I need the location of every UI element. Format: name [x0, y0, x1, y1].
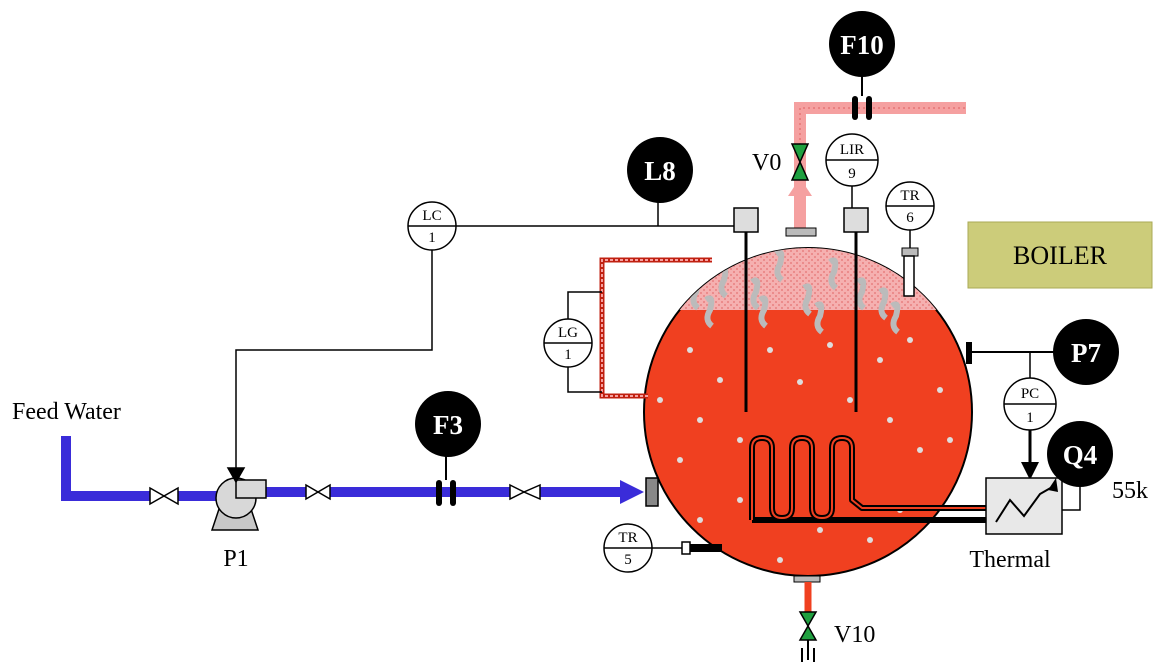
instrument-lg-top: LG — [558, 325, 578, 341]
feed-water-label: Feed Water — [12, 399, 121, 425]
valve-v10[interactable] — [798, 611, 818, 641]
level-probes — [744, 230, 858, 412]
instrument-lc-top: LC — [422, 208, 441, 224]
f3-flow-element — [436, 450, 456, 506]
boiler-title-text: BOILER — [1013, 241, 1108, 270]
thermal-label: Thermal — [969, 547, 1051, 573]
valve-v0[interactable] — [790, 143, 810, 181]
instrument-tr5-top: TR — [618, 530, 637, 546]
instrument-tr6[interactable]: TR 6 — [885, 181, 935, 231]
instrument-lir[interactable]: LIR 9 — [825, 133, 879, 208]
tag-p7-text: P7 — [1071, 338, 1101, 368]
heating-coil-inner — [751, 437, 986, 520]
instrument-pc-top: PC — [1021, 386, 1039, 402]
power-label: 55k — [1112, 478, 1148, 504]
instrument-tr6-top: TR — [900, 188, 919, 204]
p7-pressure-line — [966, 342, 1056, 480]
steam-flow-arrow — [788, 178, 812, 196]
instrument-pc-bottom: 1 — [1026, 410, 1034, 426]
tag-f10-text: F10 — [840, 30, 884, 60]
instrument-tr6-bottom: 6 — [906, 210, 914, 226]
lc-control-signal — [226, 200, 736, 484]
instrument-pc[interactable]: PC 1 — [1003, 377, 1057, 431]
pump-p1[interactable] — [210, 477, 267, 531]
boiler-title-box: BOILER — [967, 221, 1153, 289]
tag-p7[interactable]: P7 — [1053, 319, 1119, 385]
tag-l8-text: L8 — [644, 156, 676, 186]
instrument-lc-bottom: 1 — [428, 230, 436, 246]
instrument-tr5-bottom: 5 — [624, 552, 632, 568]
instrument-lc[interactable]: LC 1 — [407, 201, 457, 251]
feed-valve-1[interactable] — [149, 486, 179, 506]
tag-q4[interactable]: Q4 — [1047, 421, 1113, 487]
tag-f3-text: F3 — [433, 410, 463, 440]
top-nozzle — [785, 227, 817, 237]
feed-valve-2[interactable] — [305, 483, 331, 501]
feed-valve-3[interactable] — [509, 483, 541, 501]
lg-sight-glass-piping — [567, 257, 712, 399]
feed-flow-arrow — [620, 480, 644, 504]
pump-label: P1 — [223, 546, 248, 572]
tag-l8[interactable]: L8 — [627, 137, 693, 203]
instrument-lg[interactable]: LG 1 — [543, 318, 593, 368]
thermowell-tr5 — [652, 541, 722, 555]
feed-inlet-nozzle — [645, 477, 659, 507]
instrument-lir-bottom: 9 — [848, 166, 856, 182]
boiler-drum[interactable] — [640, 240, 980, 577]
valve-v0-label: V0 — [752, 150, 781, 176]
feed-water-line — [61, 436, 644, 504]
tag-f3[interactable]: F3 — [415, 391, 481, 457]
probe-heads — [733, 207, 869, 233]
thermal-controller[interactable] — [985, 477, 1081, 535]
instrument-tr5[interactable]: TR 5 — [603, 523, 653, 573]
instrument-lg-bottom: 1 — [564, 347, 572, 363]
instrument-lir-top: LIR — [840, 142, 864, 158]
thermowell-tr6 — [901, 230, 919, 297]
tag-q4-text: Q4 — [1063, 440, 1098, 470]
valve-v10-label: V10 — [834, 622, 875, 648]
tag-f10[interactable]: F10 — [829, 11, 895, 77]
bottom-drain-line — [793, 575, 821, 662]
